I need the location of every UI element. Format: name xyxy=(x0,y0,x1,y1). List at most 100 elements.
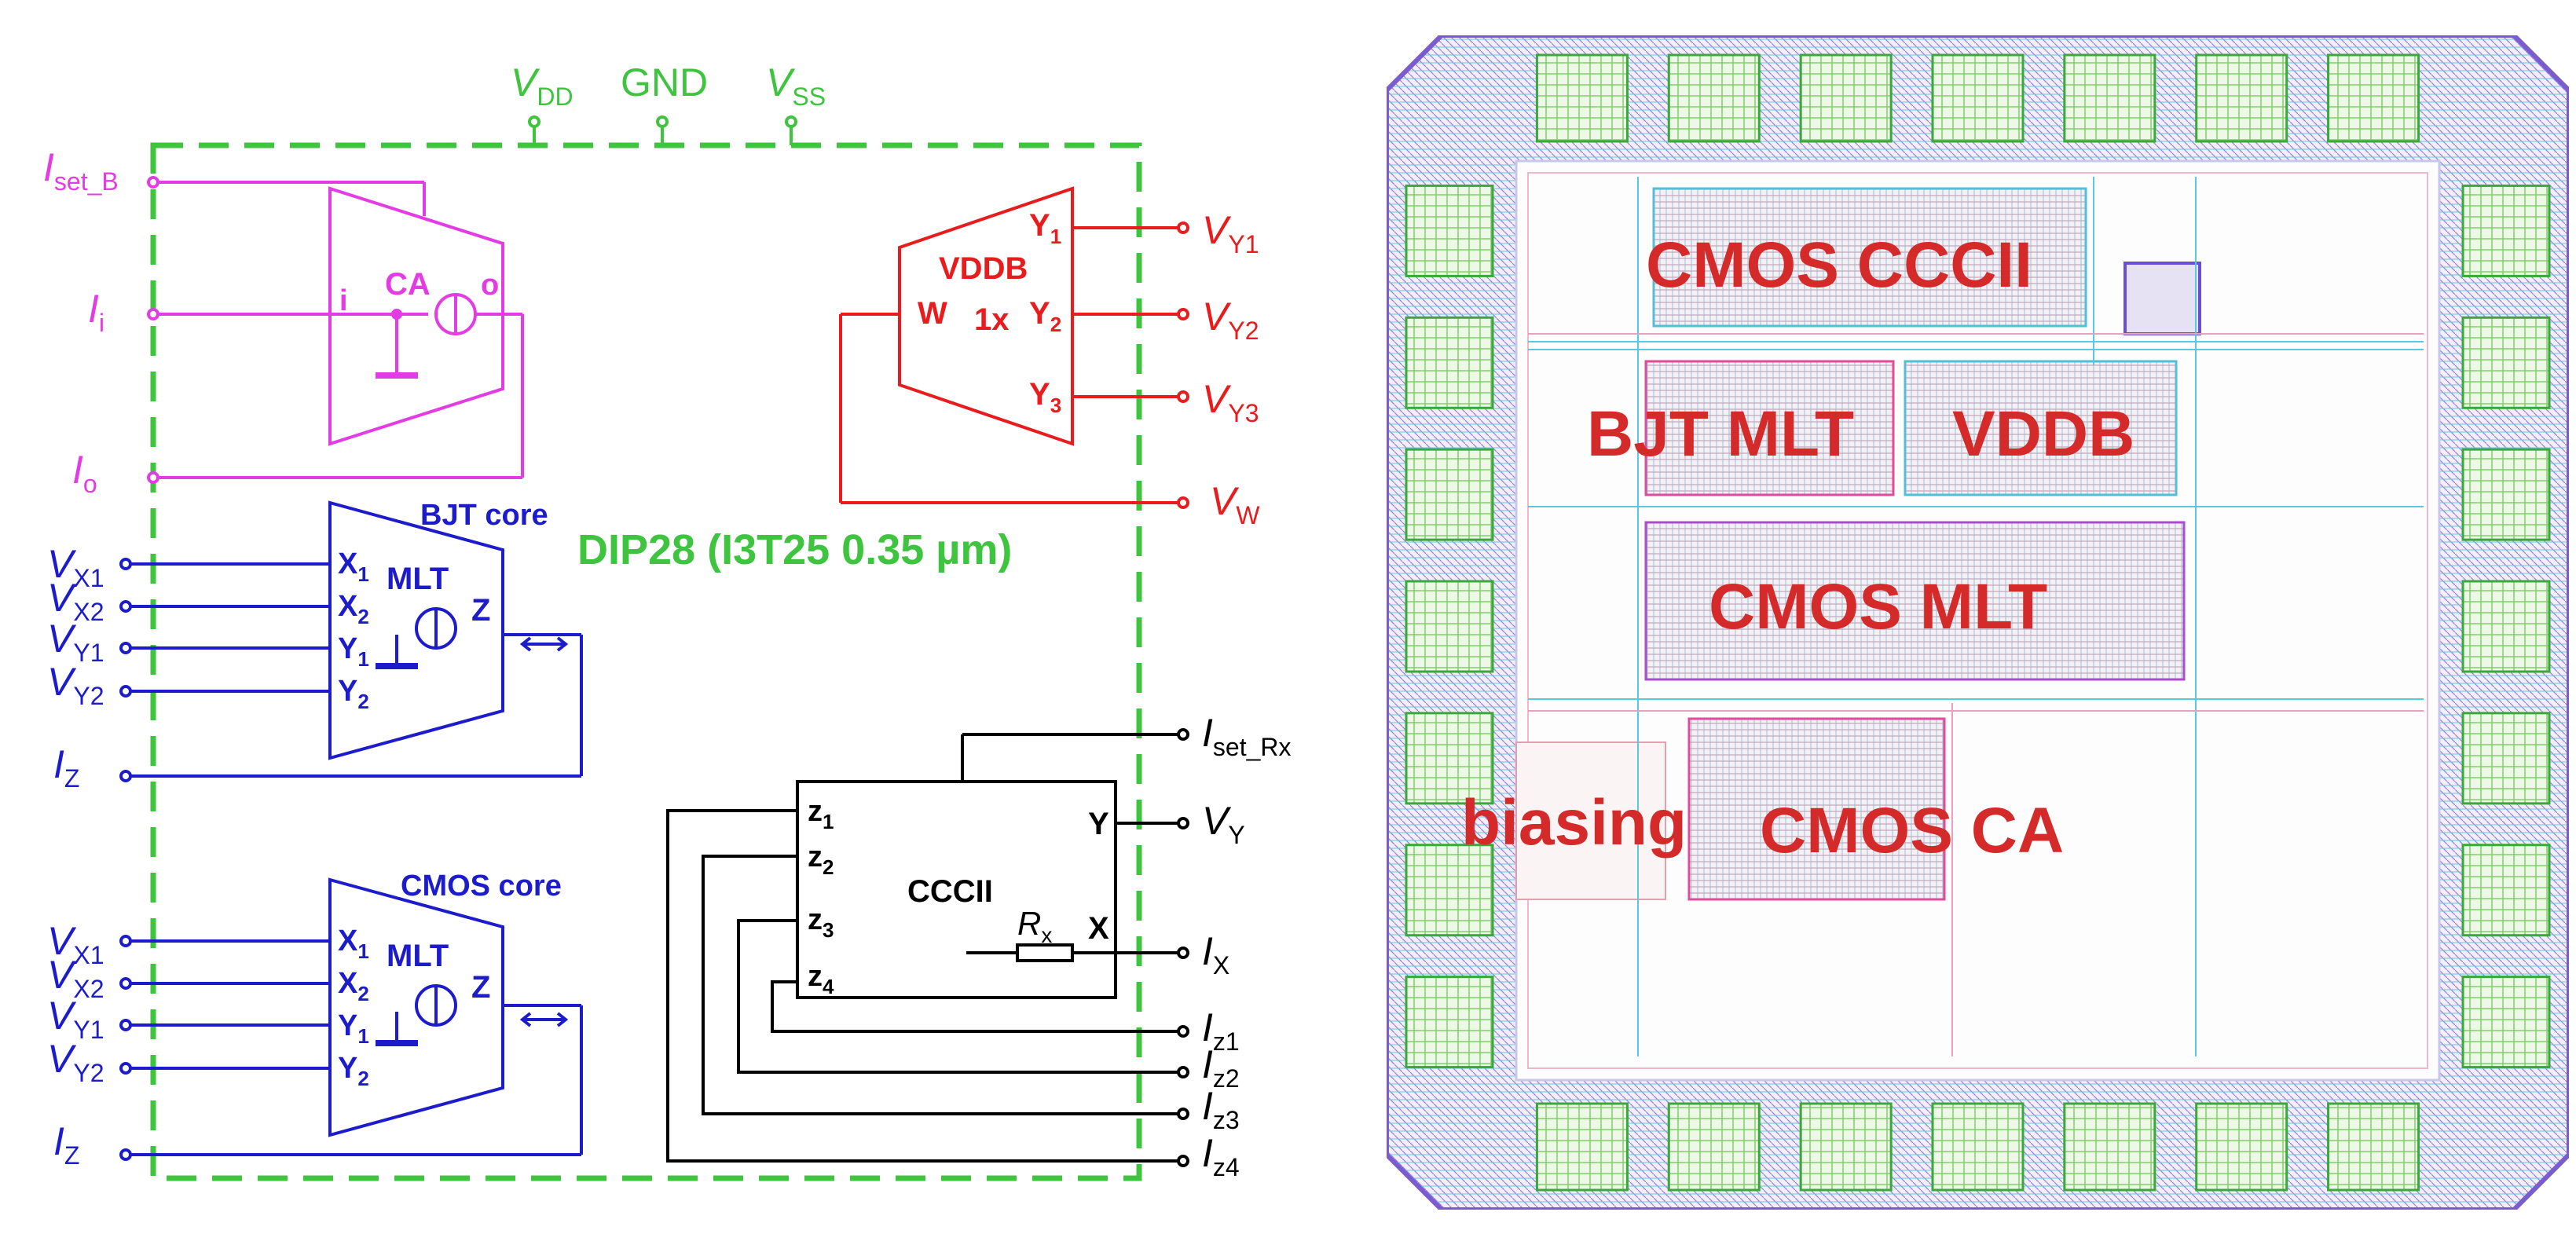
cmos-pin-y1: Y1 xyxy=(338,1009,369,1048)
pad-left xyxy=(1405,448,1494,541)
layout-label-bjt-mlt: BJT MLT xyxy=(1587,398,1854,470)
pad-right xyxy=(2461,316,2551,409)
pad-right xyxy=(2461,976,2551,1069)
routing-pink xyxy=(1528,333,2424,1056)
pad-right xyxy=(2461,184,2551,277)
vddb-port-pins xyxy=(1177,222,1189,509)
layout-label-biasing: biasing xyxy=(1461,787,1687,859)
bjt-pin-y1: Y1 xyxy=(338,632,369,671)
ccii-pin-z2: z2 xyxy=(808,840,834,879)
ca-port-pins xyxy=(147,176,159,484)
package-label: DIP28 (I3T25 0.35 µm) xyxy=(577,526,1012,573)
pad-bottom xyxy=(2063,1102,2156,1192)
ii-port: Ii xyxy=(88,287,104,337)
pad-right xyxy=(2461,580,2551,673)
layout-label-ccii: CMOS CCCII xyxy=(1646,229,2032,301)
layout-label-cmos-ca: CMOS CA xyxy=(1760,795,2064,866)
gnd-label: GND xyxy=(621,60,708,104)
pad-left xyxy=(1405,844,1494,937)
pad-bottom xyxy=(2327,1102,2420,1192)
circuit-schematic: VDD GND VSS DIP28 (I3T25 0.35 µm) CA i o… xyxy=(43,60,1292,1181)
bjt-vx2-port: VX2 xyxy=(47,576,104,626)
supply-pins xyxy=(528,115,797,145)
ccii-pin-y: Y xyxy=(1088,807,1109,841)
cmos-pin-z: Z xyxy=(471,970,490,1005)
vss-label: VSS xyxy=(766,60,826,111)
pad-top xyxy=(2063,53,2156,143)
ca-label: CA xyxy=(385,267,431,302)
iz2-port: Iz2 xyxy=(1202,1042,1240,1093)
vddb-pin-w: W xyxy=(918,296,947,331)
ccii-label: CCCII xyxy=(907,874,993,909)
ccii-pin-z4: z4 xyxy=(808,960,834,998)
block-cmos-ca xyxy=(1687,717,1946,901)
pad-left xyxy=(1405,712,1494,805)
bjt-core-label: BJT core xyxy=(420,499,548,532)
ix-port: IX xyxy=(1202,929,1229,980)
pad-top xyxy=(2195,53,2288,143)
iz3-port: Iz3 xyxy=(1202,1084,1240,1134)
bjt-mlt-label: MLT xyxy=(387,562,449,596)
ca-junction-dot xyxy=(391,309,402,320)
cmos-vx2-port: VX2 xyxy=(47,953,104,1003)
vddb-pin-y2: Y2 xyxy=(1029,296,1061,336)
ca-pin-in: i xyxy=(339,284,348,317)
block-vddb xyxy=(1904,360,2178,496)
cmos-core-label: CMOS core xyxy=(401,870,562,903)
pad-top xyxy=(1535,53,1629,143)
package-outline xyxy=(150,142,1142,1181)
ccii-pin-z3: z3 xyxy=(808,903,834,942)
vddb-gain: 1x xyxy=(974,302,1010,337)
bjt-port-pins xyxy=(119,558,132,782)
pad-top xyxy=(1931,53,2025,143)
pad-right xyxy=(2461,844,2551,937)
bjt-pin-x2: X2 xyxy=(338,590,369,628)
bjt-iz-port: IZ xyxy=(53,742,79,793)
block-bjt-mlt xyxy=(1644,360,1895,496)
cmos-mlt-block xyxy=(126,877,583,1156)
bjt-vy2-port: VY2 xyxy=(47,660,104,710)
vdd-label: VDD xyxy=(511,60,573,111)
vddb-pin-y3: Y3 xyxy=(1029,377,1061,417)
vy3-port: VY3 xyxy=(1202,377,1259,427)
pad-bottom xyxy=(1799,1102,1893,1192)
bjt-pin-y2: Y2 xyxy=(338,675,369,713)
vddb-label: VDDB xyxy=(939,251,1028,286)
block-cmos-mlt xyxy=(1644,521,2186,681)
pad-bottom xyxy=(1667,1102,1761,1192)
block-biasing xyxy=(1515,741,1666,900)
iset-b-port: Iset_B xyxy=(43,145,119,196)
bjt-vx1-port: VX1 xyxy=(47,542,104,592)
vy-port: VY xyxy=(1202,799,1245,849)
rx-label: Rx xyxy=(1017,905,1052,947)
pad-right xyxy=(2461,448,2551,541)
pad-top xyxy=(2327,53,2420,143)
cmos-pin-y2: Y2 xyxy=(338,1052,369,1090)
pad-left xyxy=(1405,184,1494,277)
cmos-vy1-port: VY1 xyxy=(47,994,104,1044)
vy2-port: VY2 xyxy=(1202,295,1259,345)
vddb-pin-y1: Y1 xyxy=(1029,208,1061,248)
pad-bottom xyxy=(1931,1102,2025,1192)
ccii-port-pins xyxy=(1177,728,1189,1167)
block-ccii xyxy=(1652,187,2087,328)
bjt-pin-z: Z xyxy=(471,593,490,628)
bjt-vy1-port: VY1 xyxy=(47,617,104,667)
pad-top xyxy=(1667,53,1761,143)
pad-left xyxy=(1405,316,1494,409)
pad-left xyxy=(1405,976,1494,1069)
bjt-pin-x1: X1 xyxy=(338,547,369,586)
vy1-port: VY1 xyxy=(1202,208,1259,258)
pad-top xyxy=(1799,53,1893,143)
cmos-vy2-port: VY2 xyxy=(47,1037,104,1087)
vddb-block xyxy=(839,186,1178,504)
ccii-block xyxy=(666,733,1178,1163)
pad-bottom xyxy=(1535,1102,1629,1192)
vw-port: VW xyxy=(1210,479,1260,529)
ca-pin-out: o xyxy=(481,269,499,302)
iz1-port: Iz1 xyxy=(1202,1005,1240,1056)
ccii-pin-x: X xyxy=(1088,911,1109,946)
pad-ring xyxy=(1405,53,2551,1192)
cmos-port-pins xyxy=(119,935,132,1161)
ccii-pin-z1: z1 xyxy=(808,795,834,833)
